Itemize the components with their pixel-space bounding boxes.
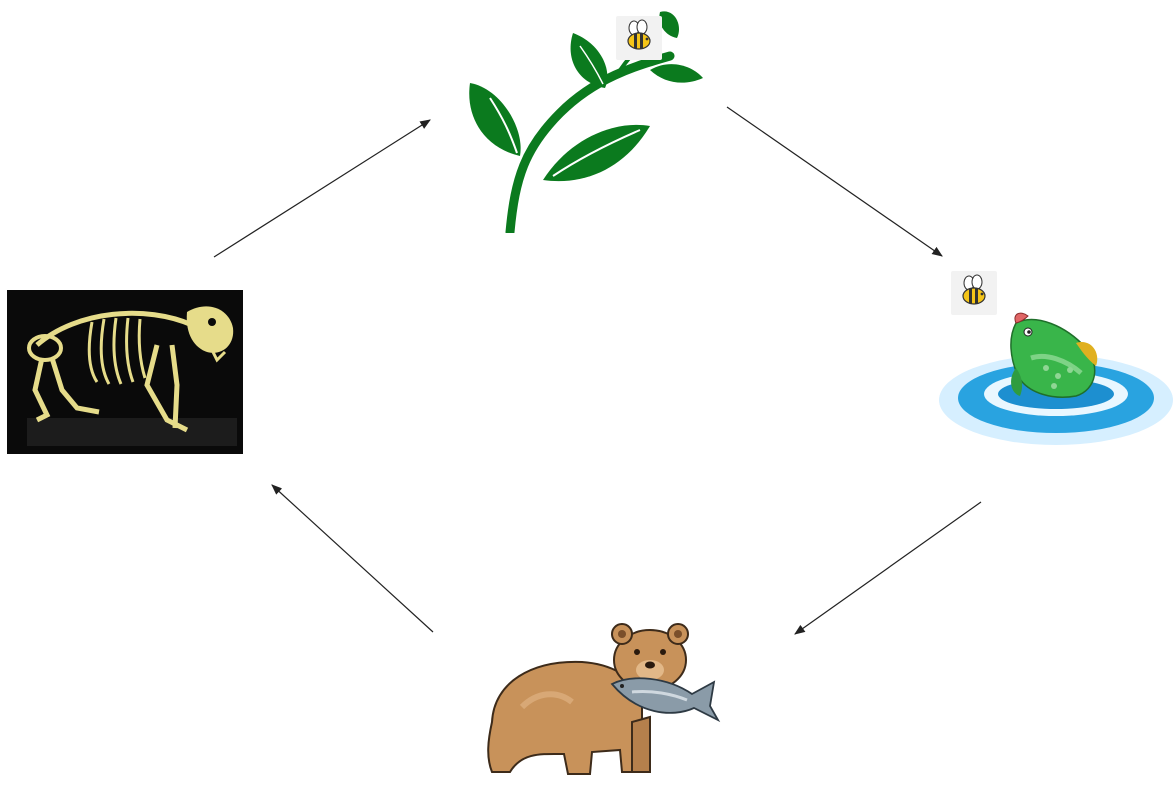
bear-with-fish-icon — [487, 623, 721, 775]
bee-badge-fish — [951, 271, 997, 315]
arrow-skeleton-to-plant — [213, 119, 431, 258]
bee-badge-plant — [616, 16, 662, 60]
arrow-bear-to-skeleton — [271, 484, 434, 633]
bee-icon — [627, 19, 651, 50]
bee-icon — [962, 274, 986, 305]
arrow-plant-to-fish — [726, 106, 943, 257]
arrow-fish-to-bear — [794, 501, 982, 635]
plant-sprig-icon — [469, 11, 703, 233]
bear-skeleton-photo — [7, 290, 243, 454]
fish-in-pond-icon — [939, 312, 1173, 445]
